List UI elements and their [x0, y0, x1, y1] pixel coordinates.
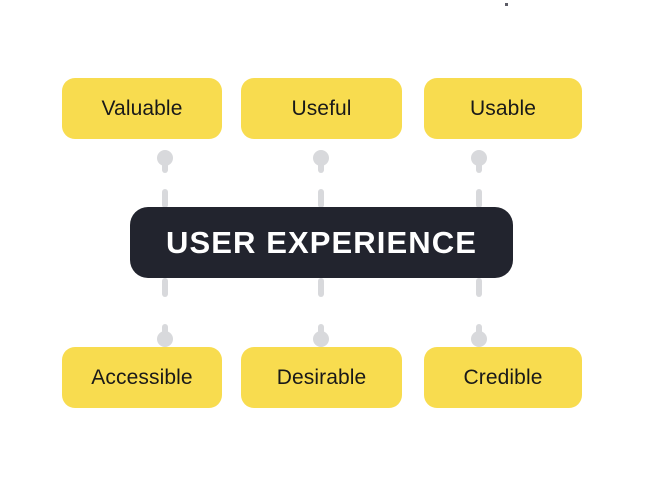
connector-stem-icon: [318, 324, 324, 336]
connector-dot-icon: [313, 150, 329, 166]
connector-valuable-to-center: [156, 148, 174, 208]
node-accessible[interactable]: Accessible: [62, 347, 222, 408]
connector-center-to-desirable: [312, 278, 330, 348]
node-valuable[interactable]: Valuable: [62, 78, 222, 139]
connector-stem-icon: [162, 161, 168, 173]
node-usable[interactable]: Usable: [424, 78, 582, 139]
node-useful[interactable]: Useful: [241, 78, 402, 139]
connector-usable-to-center: [470, 148, 488, 208]
connector-stem-icon: [476, 161, 482, 173]
connector-dash-icon: [476, 189, 482, 208]
connector-stem-icon: [318, 161, 324, 173]
connector-dot-icon: [157, 150, 173, 166]
connector-useful-to-center: [312, 148, 330, 208]
connector-dot-icon: [313, 331, 329, 347]
connector-dash-icon: [318, 189, 324, 208]
stray-mark-dot-icon: [505, 3, 508, 6]
connector-center-to-accessible: [156, 278, 174, 348]
connector-dot-icon: [157, 331, 173, 347]
connector-stem-icon: [162, 324, 168, 336]
node-credible[interactable]: Credible: [424, 347, 582, 408]
connector-stem-icon: [476, 324, 482, 336]
center-node-user-experience[interactable]: USER EXPERIENCE: [130, 207, 513, 278]
connector-dot-icon: [471, 150, 487, 166]
node-desirable[interactable]: Desirable: [241, 347, 402, 408]
connector-dash-icon: [162, 189, 168, 208]
connector-dash-icon: [476, 278, 482, 297]
connector-dash-icon: [318, 278, 324, 297]
connector-dot-icon: [471, 331, 487, 347]
connector-center-to-credible: [470, 278, 488, 348]
connector-dash-icon: [162, 278, 168, 297]
